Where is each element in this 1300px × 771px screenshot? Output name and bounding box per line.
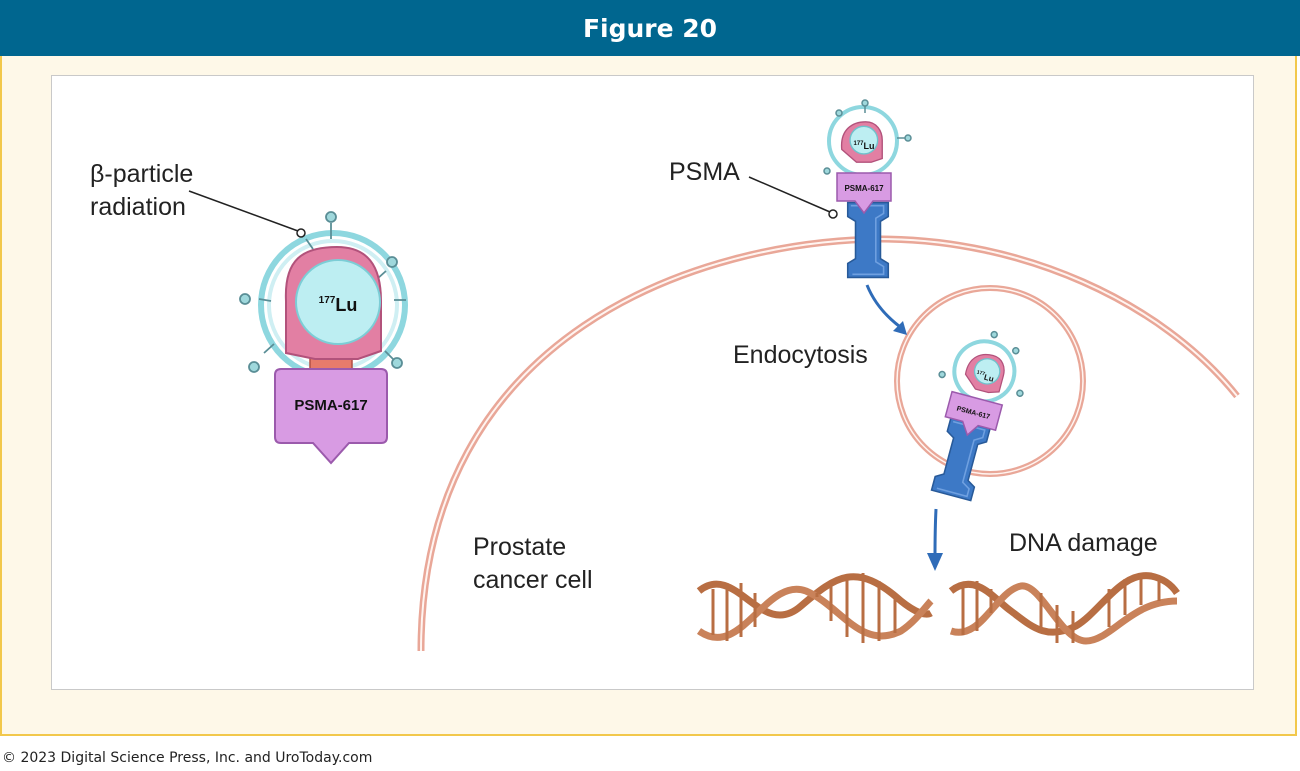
- isotope-core: [295, 259, 381, 345]
- svg-text:177Lu: 177Lu: [975, 369, 995, 383]
- dna-damage-label: DNA damage: [1009, 529, 1158, 557]
- isotope-label: 177Lu: [319, 295, 358, 315]
- radioligand-membrane-bound: 177Lu PSMA-617: [748, 99, 912, 279]
- endocytosis-arrow: [865, 284, 904, 331]
- beta-pointer-line: [188, 190, 299, 232]
- figure-header: Figure 20: [0, 0, 1300, 56]
- figure-title: Figure 20: [582, 13, 718, 43]
- radioligand-internalized: 177Lu PSMA-617: [930, 330, 1024, 502]
- copyright-footer: © 2023 Digital Science Press, Inc. and U…: [2, 750, 372, 766]
- beta-radiation-label-2: radiation: [90, 193, 186, 221]
- svg-text:177Lu: 177Lu: [853, 141, 874, 151]
- beta-pointer-dot: [296, 228, 306, 238]
- beta-radiation-label: β-particle: [90, 160, 193, 188]
- dna-damage-arrow: [933, 508, 938, 558]
- endocytosis-label: Endocytosis: [733, 341, 868, 369]
- prostate-cell-label: Prostate: [473, 533, 566, 561]
- psma-label: PSMA: [669, 158, 740, 186]
- ligand-label: PSMA-617: [294, 397, 367, 414]
- diagram-panel: 177Lu PSMA-617 177Lu PSMA-617: [51, 75, 1254, 690]
- prostate-cell-label-2: cancer cell: [473, 566, 593, 594]
- svg-text:PSMA-617: PSMA-617: [844, 184, 884, 193]
- psma-617-ligand: [274, 368, 388, 465]
- mechanism-diagram: 177Lu PSMA-617 177Lu PSMA-617: [90, 99, 1240, 652]
- copyright-text: © 2023 Digital Science Press, Inc. and U…: [2, 750, 373, 766]
- dna-helix: [696, 572, 1180, 645]
- radioligand-large: 177Lu PSMA-617: [188, 190, 408, 465]
